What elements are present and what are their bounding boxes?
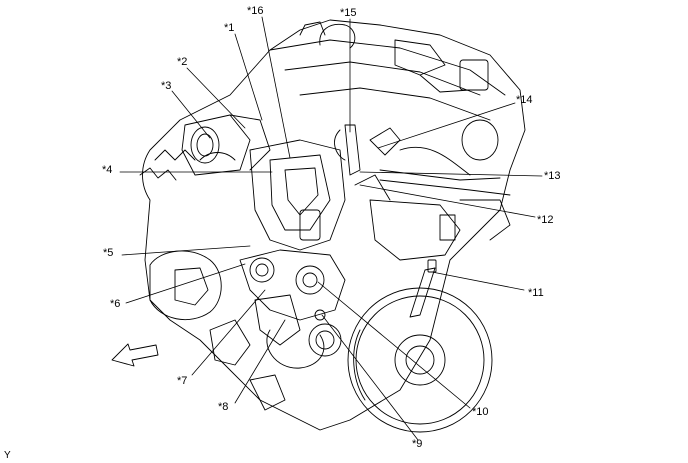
- callout-2: *2: [177, 56, 188, 68]
- callout-15: *15: [340, 7, 357, 19]
- engine-right-side: [369, 199, 511, 261]
- engine-lower-left: [149, 250, 286, 411]
- callout-14: *14: [516, 94, 533, 106]
- leader-lines: [119, 16, 543, 441]
- callout-16: *16: [247, 5, 264, 17]
- callout-7: *7: [177, 375, 188, 387]
- front-direction-arrow-icon: [111, 343, 159, 367]
- callout-13: *13: [544, 170, 561, 182]
- callout-12: *12: [537, 214, 554, 226]
- callout-8: *8: [218, 401, 229, 413]
- throttle-body: [181, 114, 271, 176]
- engine-block-outline: [139, 19, 526, 431]
- callout-1: *1: [224, 22, 235, 34]
- water-pump-area: [239, 249, 346, 369]
- intake-manifold: [249, 139, 346, 251]
- callout-3: *3: [161, 80, 172, 92]
- callout-5: *5: [103, 247, 114, 259]
- callout-11: *11: [528, 287, 544, 299]
- injector-assembly: [334, 119, 511, 201]
- callout-10: *10: [472, 406, 489, 418]
- flywheel: [347, 287, 493, 433]
- reference-code: Y: [4, 450, 11, 461]
- callout-4: *4: [102, 164, 113, 176]
- callout-6: *6: [110, 298, 121, 310]
- callout-9: *9: [412, 438, 423, 450]
